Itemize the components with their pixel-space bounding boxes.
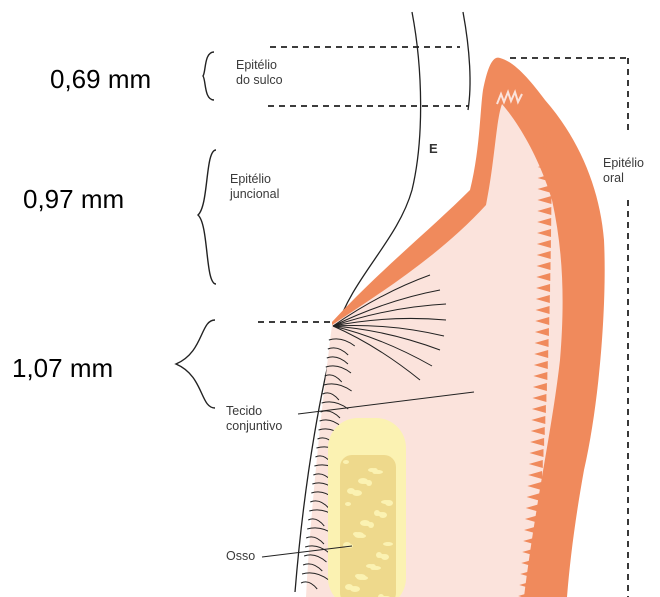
trabecula <box>358 478 368 484</box>
label-sulcular-epithelium: Epitélio do sulco <box>236 58 283 88</box>
measurement-sulcus: 0,69 mm <box>50 64 151 94</box>
trabecula <box>347 488 355 494</box>
trabecula <box>355 574 361 578</box>
trabecula <box>381 500 391 504</box>
trabecula <box>374 510 380 516</box>
measurement-connective: 1,07 mm <box>12 353 113 383</box>
trabecula <box>360 520 370 526</box>
label-connective-line1: Tecido <box>226 404 282 419</box>
label-oral-line2: oral <box>603 171 644 186</box>
label-junctional-line1: Epitélio <box>230 172 279 187</box>
label-connective-line2: conjuntivo <box>226 419 282 434</box>
label-junctional-epithelium: Epitélio juncional <box>230 172 279 202</box>
label-bone: Osso <box>226 549 255 564</box>
label-sulcular-line2: do sulco <box>236 73 283 88</box>
brace-junctional <box>198 150 216 284</box>
brace-connective <box>176 320 215 408</box>
trabecula <box>345 584 353 590</box>
label-enamel: E <box>429 141 438 156</box>
label-sulcular-line1: Epitélio <box>236 58 283 73</box>
label-junctional-line2: juncional <box>230 187 279 202</box>
trabecula <box>368 468 376 472</box>
measurement-junctional: 0,97 mm <box>23 184 124 214</box>
trabecula <box>353 532 359 536</box>
brace-sulcus <box>203 52 214 100</box>
label-connective-tissue: Tecido conjuntivo <box>226 404 282 434</box>
label-oral-line1: Epitélio <box>603 156 644 171</box>
trabecula <box>366 564 374 568</box>
label-oral-epithelium: Epitélio oral <box>603 156 644 186</box>
trabecula <box>343 460 349 464</box>
trabecula <box>345 502 351 506</box>
tooth-inner-outline <box>463 12 470 110</box>
trabecula <box>383 542 393 546</box>
trabecula <box>376 552 382 558</box>
